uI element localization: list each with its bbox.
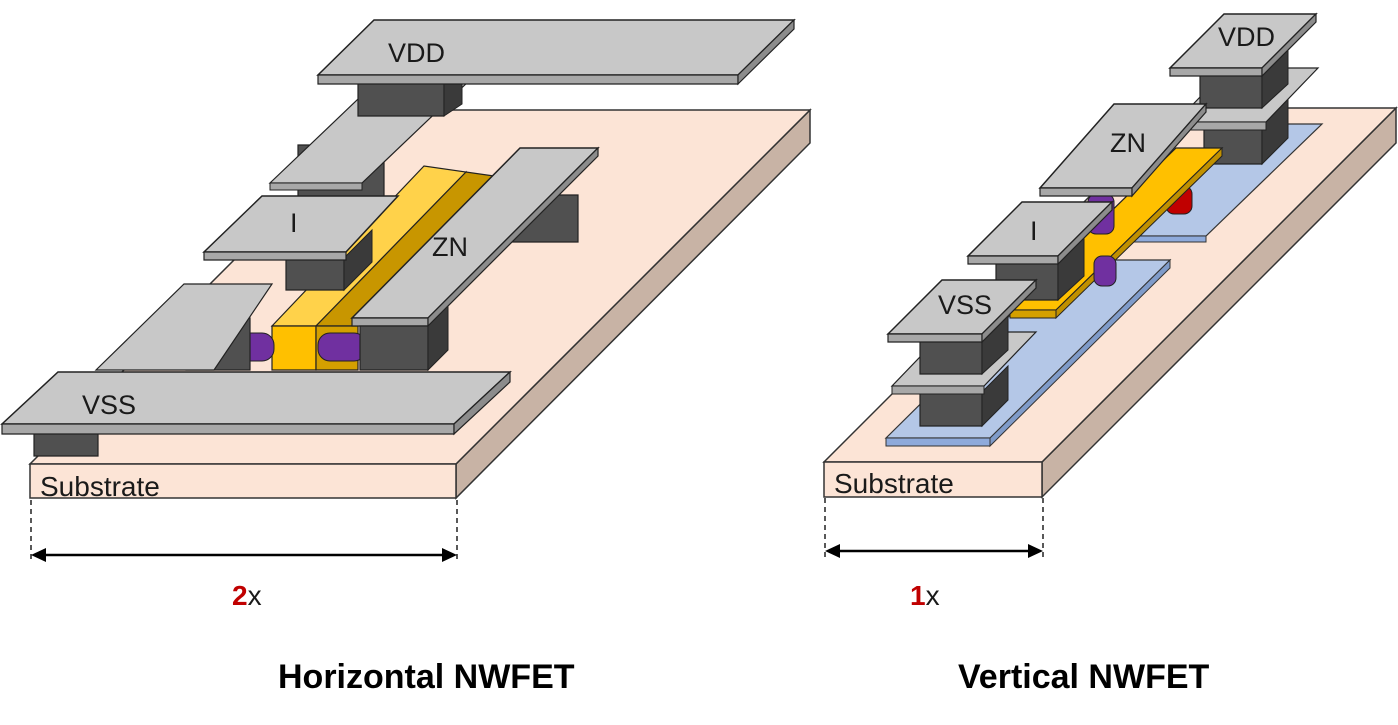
right-vss-label: VSS	[938, 290, 992, 320]
left-i-pin	[202, 195, 400, 292]
left-vss-rail	[0, 370, 512, 457]
left-title: Horizontal NWFET	[278, 658, 575, 696]
left-width-suffix: x	[248, 580, 262, 611]
left-vss-label: VSS	[82, 390, 136, 420]
left-i-label: I	[290, 208, 298, 238]
right-width-multiplier: 1x	[910, 580, 940, 611]
left-vdd-rail	[316, 18, 796, 86]
left-width-number: 2	[232, 580, 248, 611]
right-title: Vertical NWFET	[958, 658, 1210, 696]
left-width-dimension	[30, 500, 458, 562]
left-vss-rear	[94, 283, 274, 371]
left-zn-label: ZN	[432, 232, 468, 262]
left-substrate-label: Substrate	[40, 471, 160, 502]
right-zn-pin	[1038, 102, 1208, 198]
right-substrate-label: Substrate	[834, 468, 954, 499]
right-width-number: 1	[910, 580, 926, 611]
right-vdd-label: VDD	[1218, 22, 1275, 52]
left-vdd-label: VDD	[388, 38, 445, 68]
right-zn-label: ZN	[1110, 128, 1146, 158]
horizontal-nwfet-figure: VDD I ZN VSS Substrate 2x Horizontal NWF…	[0, 18, 812, 696]
left-width-multiplier: 2x	[232, 580, 262, 611]
right-vss-stack	[886, 278, 1038, 428]
left-zn-pin	[350, 146, 600, 372]
right-width-dimension	[824, 498, 1044, 560]
right-i-label: I	[1030, 216, 1038, 246]
vertical-nwfet-figure: VDD ZN I VSS Substrate 1x Vertical NWFET	[822, 12, 1398, 696]
right-width-suffix: x	[926, 580, 940, 611]
